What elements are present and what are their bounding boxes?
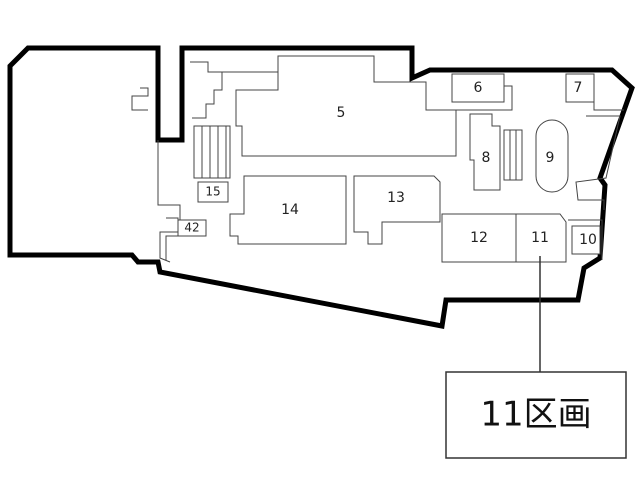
callout-box xyxy=(445,371,627,459)
inner-wall-7 xyxy=(165,217,179,260)
room-15[interactable] xyxy=(197,181,229,203)
room-12-label: 12 xyxy=(470,230,488,246)
room-9-label: 9 xyxy=(546,150,555,166)
room-8[interactable] xyxy=(469,113,501,191)
room-6-label: 6 xyxy=(474,80,483,96)
room-7-label: 7 xyxy=(574,80,583,96)
room-6[interactable] xyxy=(451,73,505,103)
room-10[interactable] xyxy=(571,225,601,255)
right-partition xyxy=(575,115,621,210)
room-5-label: 5 xyxy=(337,105,346,121)
room-9[interactable] xyxy=(535,119,569,193)
room-13-label: 13 xyxy=(387,190,405,206)
room-15-label: 15 xyxy=(205,185,220,199)
room-10-label: 10 xyxy=(579,232,597,248)
callout-label: 11区画 xyxy=(480,395,591,435)
right-wing-wall-2 xyxy=(593,102,624,111)
room-14[interactable] xyxy=(229,175,347,245)
room-7[interactable] xyxy=(565,73,595,103)
inner-wall-2 xyxy=(190,61,223,119)
room-11-label: 11 xyxy=(531,230,549,246)
room-12[interactable] xyxy=(441,213,517,263)
room-10-wall xyxy=(568,219,603,260)
room-14-label: 14 xyxy=(281,202,299,218)
room-8-label: 8 xyxy=(482,150,491,166)
inner-wall-3 xyxy=(131,87,149,111)
stairs xyxy=(193,125,231,179)
fixture-bars xyxy=(503,129,523,181)
left-block-outline xyxy=(7,45,635,329)
right-wing-wall xyxy=(425,82,513,111)
room-11[interactable] xyxy=(515,213,567,263)
inner-wall-4 xyxy=(222,56,279,73)
room-13[interactable] xyxy=(353,175,441,245)
room-42-label: 42 xyxy=(184,221,199,235)
inner-wall xyxy=(157,140,181,263)
